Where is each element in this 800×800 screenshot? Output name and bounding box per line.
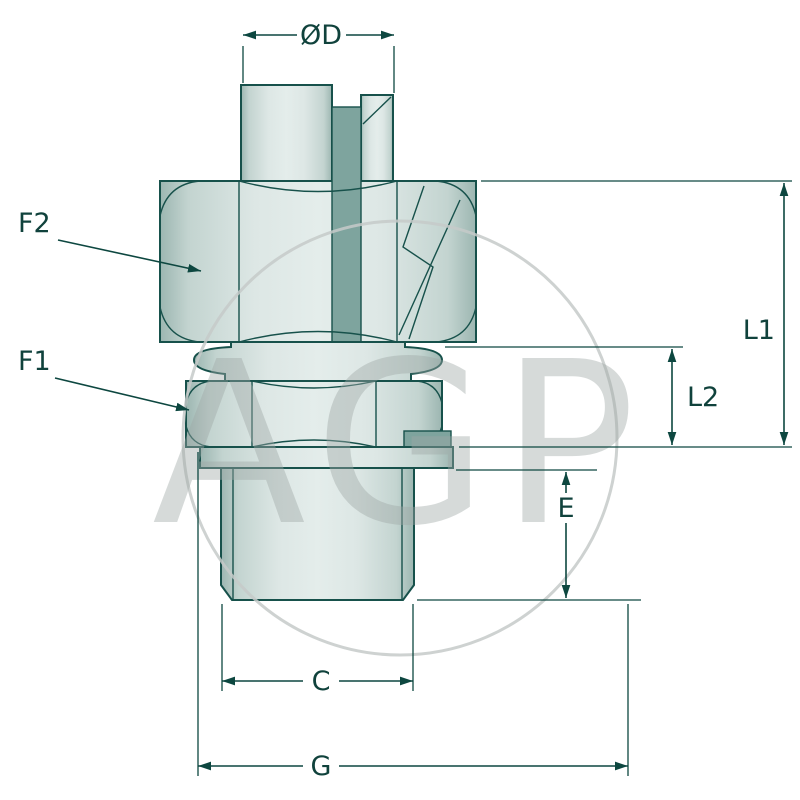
fitting-part [159,84,477,601]
watermark-text: AGP [152,314,648,576]
e-label: E [557,493,574,524]
dim-f2: F2 [18,208,202,273]
dim-od: ØD [242,20,395,93]
dim-e: E [417,469,641,601]
threaded-stud [220,467,415,601]
hex-f2-chamfer-arc [159,180,201,217]
od-label: ØD [300,20,342,51]
watermark-circle [181,219,619,657]
hex-f1-chamfer-arc [251,439,377,448]
tube-stub-right [360,94,394,182]
dim-l1: L1 [459,180,792,448]
f1-leader-line [54,377,190,412]
hex-f2-chamfer-arc [159,306,201,343]
hex-f1-chamfer-arc [251,380,377,389]
hex-nut-f1 [185,380,443,448]
cutting-ring-section-line [402,185,434,340]
l2-label: L2 [687,382,719,413]
hex-f2-chamfer-arc [435,306,477,343]
g-label: G [311,751,332,782]
hex-f1-chamfer-arc [416,380,443,404]
c-label: C [312,666,331,697]
f2-label: F2 [18,208,51,239]
hex-f2-chamfer-arc [435,180,477,217]
dim-f1: F1 [18,346,190,412]
watermark: AGP [152,219,648,657]
tube-stub-left [240,84,333,182]
tube-stub-chamfer-line [362,96,392,125]
cutting-ring-section-line [398,199,461,336]
dim-g: G [197,452,629,782]
dim-l2: L2 [445,346,719,445]
l1-label: L1 [743,315,775,346]
dim-c: C [221,604,414,697]
f2-leader-line [57,239,202,273]
hex-f2-chamfer-arc [238,180,398,193]
hex-f2-chamfer-arc [238,330,398,343]
f1-label: F1 [18,346,51,377]
